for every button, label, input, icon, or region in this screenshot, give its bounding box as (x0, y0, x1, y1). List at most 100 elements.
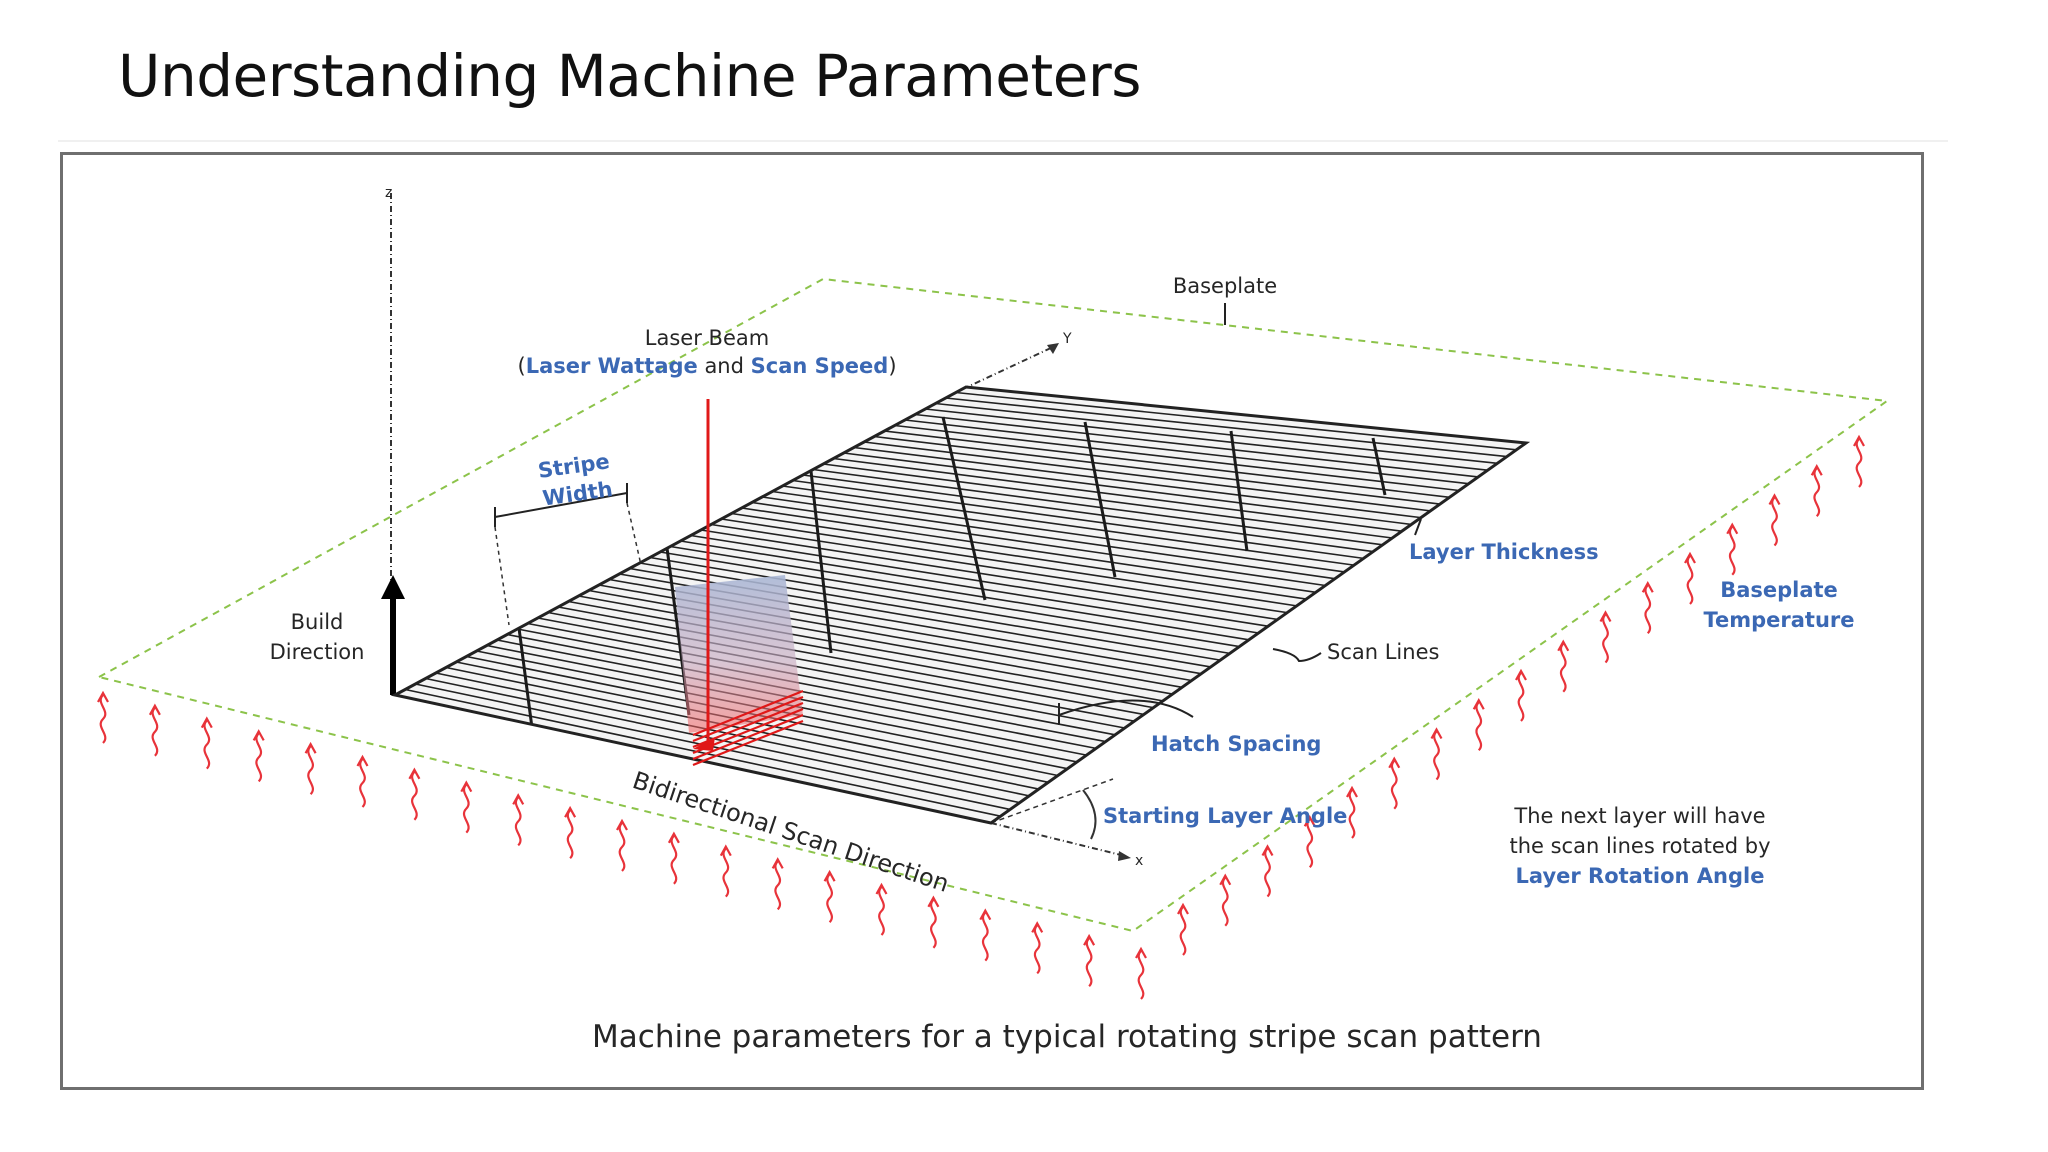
hatch-line (649, 556, 1230, 655)
heat-arrow-head (1472, 697, 1485, 710)
laser-wattage-text: Laser Wattage (526, 354, 698, 378)
hatch-spacing-pointer (1058, 699, 1194, 718)
hatch-line (935, 402, 1498, 465)
heat-arrow-wave (1179, 906, 1187, 956)
laser-parameters-label: (Laser Wattage and Scan Speed) (517, 354, 896, 378)
heat-arrow-head (1641, 580, 1654, 593)
heat-arrow-wave (514, 796, 522, 847)
heat-arrow-wave (203, 719, 211, 770)
heat-arrow-wave (359, 758, 366, 808)
hatch-line (955, 391, 1517, 451)
baseplate-temperature-label-line2: Temperature (1703, 608, 1854, 632)
hatch-line (700, 529, 1278, 621)
heat-arrow-wave (307, 745, 314, 795)
hatch-line (670, 545, 1250, 641)
heat-arrow-wave (930, 899, 937, 949)
stripe-boundary-line (1229, 430, 1249, 552)
heat-arrow-head (1388, 756, 1401, 769)
heat-arrow (200, 716, 213, 770)
heat-arrow-wave (151, 707, 159, 757)
heat-arrow-head (979, 908, 992, 921)
heat-arrow (667, 831, 680, 885)
hatch-line (741, 507, 1316, 594)
layer-thickness-label: Layer Thickness (1409, 540, 1599, 564)
heat-arrow-wave (462, 783, 470, 834)
hatch-line (772, 490, 1345, 573)
heat-arrow-wave (670, 835, 678, 885)
paren-close-text: ) (888, 354, 896, 378)
heat-arrow (1557, 639, 1570, 693)
hatch-line (894, 424, 1460, 492)
hatch-line (863, 441, 1431, 512)
heat-arrow-wave (255, 732, 263, 783)
heat-arrow (875, 882, 888, 936)
build-direction-arrowhead (381, 575, 405, 599)
scan-plate-outline (390, 385, 1531, 825)
baseplate-temperature-label-line1: Baseplate (1720, 578, 1838, 602)
heat-arrow-head (512, 793, 525, 805)
laser-track-line (692, 719, 804, 767)
heat-arrow-head (148, 703, 161, 716)
baseplate-label: Baseplate (1173, 274, 1277, 298)
hatch-line (568, 600, 1154, 709)
heat-arrow-head (875, 882, 888, 895)
heat-arrow (1684, 551, 1696, 605)
heat-arrow (252, 729, 265, 783)
heat-arrow (1083, 933, 1096, 987)
hatch-line (812, 468, 1383, 546)
and-text: and (698, 354, 751, 378)
heat-arrow-head (771, 857, 784, 869)
hatch-line (904, 419, 1469, 485)
hatch-line (833, 457, 1402, 533)
hatch-line (782, 485, 1355, 566)
hatch-line (405, 688, 1001, 817)
layer-thickness-pointer (1414, 518, 1422, 536)
heat-arrow (356, 754, 369, 808)
heat-arrow (1219, 873, 1232, 927)
heat-arrow-head (616, 818, 628, 831)
heat-arrow-head (200, 716, 213, 729)
hatch-line (731, 512, 1307, 600)
next-layer-note-line1: The next layer will have (1513, 804, 1765, 828)
heat-arrow-head (1810, 463, 1823, 476)
hatch-spacing-label: Hatch Spacing (1151, 732, 1321, 756)
hatch-line (751, 501, 1326, 587)
hatch-line (853, 446, 1422, 519)
stripe-boundary-line (941, 416, 987, 601)
heat-arrow-head (1853, 434, 1865, 447)
heat-arrow (1177, 902, 1189, 956)
laser-melt-glow (675, 575, 803, 733)
heat-arrow-head (1515, 668, 1527, 681)
hatch-line (537, 617, 1125, 729)
laser-track-line (692, 689, 804, 737)
hatch-line (843, 452, 1412, 526)
heat-arrow (1853, 434, 1865, 488)
heat-arrow-head (1031, 921, 1044, 933)
heat-arrow-head (719, 844, 732, 857)
diagram-frame: z Y x (60, 152, 1924, 1090)
heat-arrow-head (1726, 522, 1739, 535)
heat-arrow (1641, 580, 1654, 635)
baseplate-heat-arrows (97, 434, 1865, 1000)
heat-arrow-head (1768, 493, 1781, 506)
stripe-width-extension-left (494, 526, 510, 626)
heat-arrow-wave (826, 873, 833, 923)
heat-arrow-head (823, 869, 836, 882)
stripe-width-dimension (494, 492, 628, 518)
stripe-boundary-line (1083, 421, 1117, 578)
title-divider (58, 140, 1948, 142)
scan-lines-label: Scan Lines (1327, 640, 1439, 664)
heat-arrow-wave (618, 822, 626, 872)
heat-arrow-wave (1085, 937, 1093, 987)
hatch-line (802, 474, 1374, 553)
x-axis (990, 822, 1122, 856)
scan-direction-arrowhead (693, 737, 715, 751)
heat-arrow-wave (1728, 525, 1736, 576)
starting-layer-angle-label: Starting Layer Angle (1103, 804, 1347, 828)
heat-arrow-wave (1390, 759, 1398, 810)
heat-arrow (564, 805, 577, 859)
heat-arrow (719, 844, 732, 898)
y-axis (962, 346, 1054, 390)
heat-arrow-wave (1264, 847, 1271, 898)
heat-arrow (1430, 727, 1443, 781)
